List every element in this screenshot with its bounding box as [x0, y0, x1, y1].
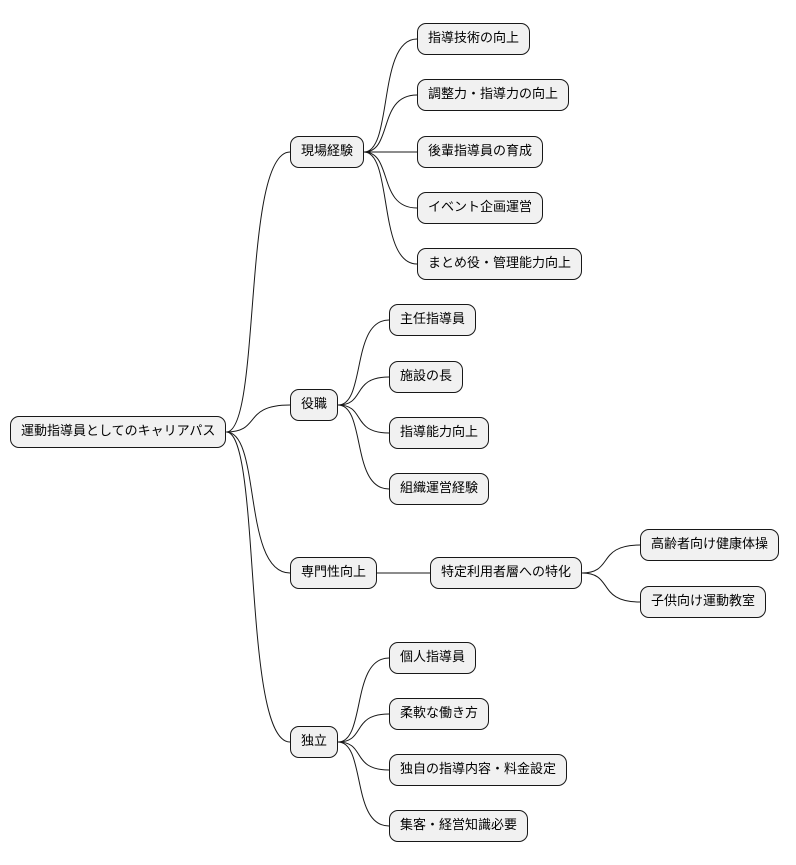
leaf-node: 指導能力向上	[389, 417, 490, 449]
connector-line	[338, 713, 390, 743]
connector-line	[582, 544, 641, 574]
leaf-node: 高齢者向け健康体操	[640, 529, 780, 561]
mid-node: 特定利用者層への特化	[430, 557, 583, 589]
branch-node-independence: 独立	[290, 726, 339, 758]
connector-line	[337, 404, 390, 490]
leaf-node: 後輩指導員の育成	[417, 136, 544, 168]
connector-line	[363, 151, 418, 265]
leaf-node: 集客・経営知識必要	[389, 810, 529, 842]
connector-line	[226, 431, 291, 743]
leaf-node: 指導技術の向上	[417, 23, 531, 55]
connector-line	[226, 404, 291, 433]
connector-line	[338, 376, 390, 406]
leaf-node: 子供向け運動教室	[640, 586, 767, 618]
connector-line	[364, 94, 418, 153]
leaf-node: 柔軟な働き方	[389, 698, 490, 730]
branch-node-position: 役職	[290, 389, 339, 421]
connector-line	[363, 38, 418, 153]
leaf-node: 組織運営経験	[389, 473, 490, 505]
connector-line	[582, 572, 641, 603]
leaf-node: 独自の指導内容・料金設定	[389, 754, 568, 786]
connector-line	[226, 431, 291, 574]
leaf-node: イベント企画運営	[417, 192, 544, 224]
connector-line	[226, 151, 291, 433]
branch-node-field-experience: 現場経験	[290, 136, 365, 168]
connector-line	[337, 319, 390, 406]
connector-line	[338, 741, 390, 771]
leaf-node: 個人指導員	[389, 642, 477, 674]
branch-node-specialization: 専門性向上	[290, 557, 378, 589]
connector-line	[364, 151, 418, 209]
leaf-node: 調整力・指導力の向上	[417, 79, 570, 111]
root-node: 運動指導員としてのキャリアパス	[10, 416, 227, 448]
connector-line	[337, 657, 390, 743]
leaf-node: 主任指導員	[389, 304, 477, 336]
leaf-node: まとめ役・管理能力向上	[417, 248, 583, 280]
leaf-node: 施設の長	[389, 361, 464, 393]
connector-line	[337, 741, 390, 827]
connector-line	[338, 404, 390, 434]
